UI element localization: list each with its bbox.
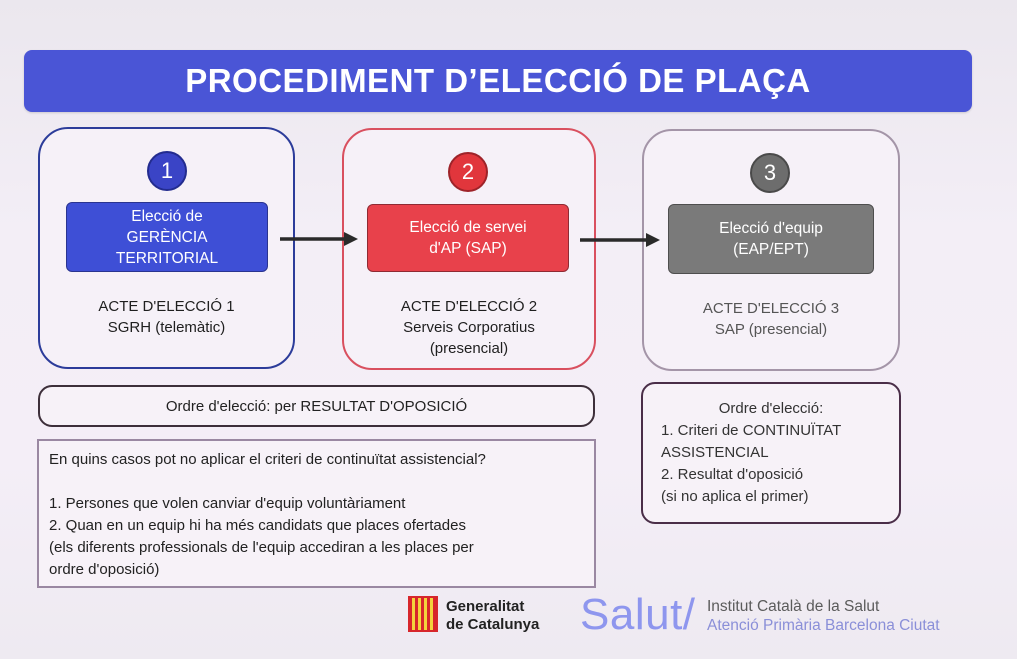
stage-1-selection-line: TERRITORIAL	[115, 249, 219, 267]
stage-3-selection-line: (EAP/EPT)	[733, 241, 809, 258]
stage-2-selection-line: d'AP (SAP)	[429, 240, 507, 257]
acte-line: (presencial)	[429, 340, 509, 357]
order-heading: Ordre d'elecció:	[718, 400, 824, 417]
page-title: PROCEDIMENT D’ELECCIÓ DE PLAÇA	[185, 62, 811, 99]
acte-line: Serveis Corporatius	[403, 319, 535, 336]
exceptions-item: (els diferents professionals de l'equip …	[49, 539, 474, 556]
stage-3-acte: ACTE D'ELECCIÓ 3 SAP (presencial)	[646, 298, 896, 340]
order-by-exam-result-box: Ordre d'elecció: per RESULTAT D'OPOSICIÓ	[38, 385, 595, 427]
stage-1-selection-box: Elecció de GERÈNCIA TERRITORIAL	[66, 202, 268, 272]
generalitat-logo-icon	[408, 596, 438, 632]
stage-1-number: 1	[147, 151, 187, 191]
stage-2-selection-box: Elecció de servei d'AP (SAP)	[367, 204, 569, 272]
acte-line: SGRH (telemàtic)	[107, 319, 226, 336]
arrow-right-icon	[580, 233, 660, 247]
acte-line: ACTE D'ELECCIÓ 1	[98, 298, 235, 315]
stage-2-selection-line: Elecció de servei	[409, 219, 527, 236]
stage-1-acte: ACTE D'ELECCIÓ 1 SGRH (telemàtic)	[44, 296, 289, 338]
stage-3-selection-box: Elecció d'equip (EAP/EPT)	[668, 204, 874, 274]
acte-line: ACTE D'ELECCIÓ 2	[400, 298, 538, 315]
salut-logo: Salut/	[580, 590, 696, 639]
ics-line-1: Institut Català de la Salut	[707, 598, 880, 615]
stage-3-selection-line: Elecció d'equip	[719, 220, 823, 237]
generalitat-line: Generalitat	[446, 598, 525, 615]
acte-line: ACTE D'ELECCIÓ 3	[702, 300, 840, 317]
stage-2-acte: ACTE D'ELECCIÓ 2 Serveis Corporatius (pr…	[346, 296, 592, 359]
order-line: 2. Resultat d'oposició	[661, 466, 804, 483]
page-title-bar: PROCEDIMENT D’ELECCIÓ DE PLAÇA	[24, 50, 972, 112]
order-line: ASSISTENCIAL	[661, 444, 769, 461]
exceptions-item: ordre d'oposició)	[49, 561, 160, 578]
stage-1-selection-line: GERÈNCIA	[126, 228, 208, 246]
generalitat-line: de Catalunya	[446, 616, 540, 633]
stage-3-number: 3	[750, 153, 790, 193]
generalitat-wordmark: Generalitat de Catalunya	[446, 598, 539, 634]
ics-line-2: Atenció Primària Barcelona Ciutat	[707, 617, 940, 634]
stage-1-selection-line: Elecció de	[131, 207, 203, 225]
order-by-continuity-box: Ordre d'elecció: 1. Criteri de CONTINUÏT…	[641, 382, 901, 524]
order-line: (si no aplica el primer)	[661, 488, 809, 505]
exceptions-box: En quins casos pot no aplicar el criteri…	[37, 439, 596, 588]
exceptions-item: 1. Persones que volen canviar d'equip vo…	[49, 495, 406, 512]
exceptions-question: En quins casos pot no aplicar el criteri…	[49, 451, 486, 468]
arrow-right-icon	[280, 232, 358, 246]
exceptions-item: 2. Quan en un equip hi ha més candidats …	[49, 517, 466, 534]
acte-line: SAP (presencial)	[714, 321, 828, 338]
ics-wordmark: Institut Català de la Salut Atenció Prim…	[707, 597, 940, 635]
order-by-exam-result-text: Ordre d'elecció: per RESULTAT D'OPOSICIÓ	[165, 397, 468, 415]
stage-2-number: 2	[448, 152, 488, 192]
order-line: 1. Criteri de CONTINUÏTAT	[661, 422, 842, 439]
